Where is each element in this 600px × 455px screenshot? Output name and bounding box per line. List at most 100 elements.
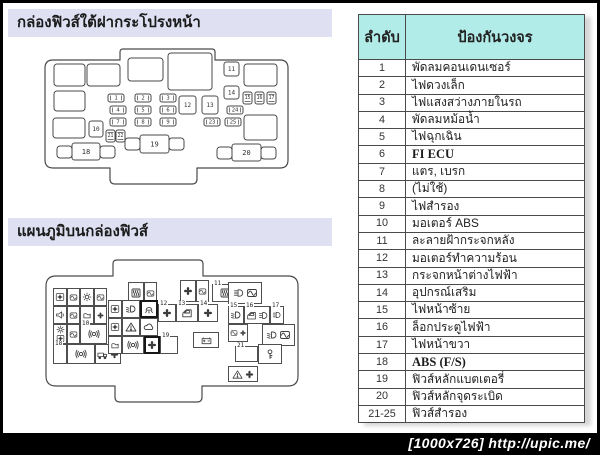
- relay-wing: [124, 137, 141, 151]
- cell-number: 15: [229, 302, 239, 309]
- icon-cell: 17: [270, 302, 284, 324]
- fuse-slot-17: [266, 91, 277, 105]
- icon-cell: 19: [160, 333, 178, 354]
- cell-number: 17: [271, 302, 281, 309]
- fuse-icon: [69, 293, 78, 302]
- row-circuit: มอเตอร์ ABS: [405, 214, 585, 233]
- fuse-slot-25: [224, 117, 242, 127]
- fuse-slot-9: [159, 117, 177, 127]
- fan-icon: [161, 307, 173, 319]
- row-number: 20: [358, 387, 406, 406]
- lowbeam-icon: [230, 309, 242, 321]
- fuse-slot-19: [139, 134, 170, 154]
- row-circuit: แตร, เบรก: [405, 162, 585, 182]
- row-number: 15: [358, 301, 406, 320]
- icon-cell: [140, 318, 158, 336]
- icon-cell: [193, 332, 219, 348]
- icon-cell: [67, 306, 80, 324]
- fuse-icon: [279, 329, 291, 341]
- cell-number: 14: [199, 300, 209, 307]
- blank-slot: [52, 117, 86, 139]
- slot-number: 13: [206, 102, 214, 109]
- row-number: 5: [358, 128, 406, 147]
- row-number: 4: [358, 110, 406, 130]
- icon-cell: [228, 324, 248, 342]
- fuse-icon: [246, 287, 258, 299]
- fuse-slot-5: [134, 105, 152, 115]
- beam-icon: [233, 287, 245, 299]
- beam-icon: [272, 310, 282, 320]
- slot-number: 5: [141, 108, 144, 114]
- slot-number: 21: [108, 133, 114, 139]
- fuse-icon: [69, 311, 78, 320]
- icon-cell: [144, 336, 160, 354]
- truck-icon: [97, 349, 108, 360]
- fuse-slot-14: [223, 85, 240, 100]
- row-circuit: ล็อกประตูไฟฟ้า: [405, 318, 585, 337]
- fuse-slot-10: [88, 120, 104, 138]
- icon-cell: [67, 288, 80, 306]
- fan-icon: [244, 369, 255, 380]
- row-circuit: พัดลมคอนเดนเซอร์: [405, 58, 585, 78]
- icon-cell: [228, 282, 262, 304]
- row-circuit: อุปกรณ์เสริม: [405, 283, 585, 303]
- icon-cell: [140, 300, 158, 318]
- watermark-text: [1000x726] http://upic.me/: [408, 435, 590, 451]
- fuse-icon: [230, 329, 238, 337]
- relay-wing: [216, 146, 233, 160]
- row-number: 3: [358, 93, 406, 112]
- fuse-slot-3: [159, 93, 177, 103]
- slot-number: 17: [269, 95, 275, 101]
- defrost-icon: [130, 287, 142, 299]
- icon-cell: 18: [53, 340, 67, 364]
- row-number: 11: [358, 231, 406, 251]
- slot-number: 15: [245, 95, 251, 101]
- row-number: 19: [358, 370, 406, 389]
- washer-icon: [110, 340, 120, 350]
- row-circuit: (ไม่ใช้): [405, 180, 585, 199]
- row-circuit: ฟิวส์หลักจุดระเบิด: [405, 387, 585, 406]
- key-icon: [264, 348, 276, 360]
- cloud-icon: [143, 321, 155, 333]
- row-circuit: ฟิวส์สำรอง: [405, 404, 585, 424]
- speaker-icon: [127, 339, 139, 351]
- fuse-slot-16: [254, 91, 265, 105]
- row-circuit: ฟิวส์หลักแบตเตอรี่: [405, 370, 585, 389]
- blank-slot: [243, 63, 278, 87]
- door-icon: [246, 310, 257, 321]
- row-circuit: มอเตอร์ทำความร้อน: [405, 249, 585, 268]
- icon-cell: 16: [244, 303, 270, 324]
- row-number: 9: [358, 197, 406, 216]
- cell-number: 18: [54, 340, 64, 347]
- table-header-row: ลำดับ ป้องกันวงจร: [358, 14, 585, 60]
- section-heading-fusebox-lid-diagram: แผนภูมิบนกล่องฟิวส์: [8, 218, 332, 246]
- icon-cell: [108, 336, 122, 354]
- slot-number: 23: [209, 120, 216, 126]
- fan-icon: [239, 329, 247, 337]
- row-number: 21-25: [358, 404, 406, 424]
- slot-number: 19: [150, 141, 158, 149]
- cell-number: 10: [81, 320, 91, 327]
- row-circuit: ไฟฉุกเฉิน: [405, 128, 585, 147]
- slot-number: 18: [82, 148, 90, 156]
- fuse-slot-7: [109, 117, 127, 127]
- slot-number: 14: [228, 90, 236, 97]
- fuse-slot-6: [159, 105, 177, 115]
- icon-cell: 10: [80, 320, 107, 344]
- slot-number: 12: [184, 102, 192, 109]
- fuse-slot-2: [134, 93, 152, 103]
- blank-slot: [86, 63, 121, 87]
- col-header-number: ลำดับ: [358, 14, 406, 60]
